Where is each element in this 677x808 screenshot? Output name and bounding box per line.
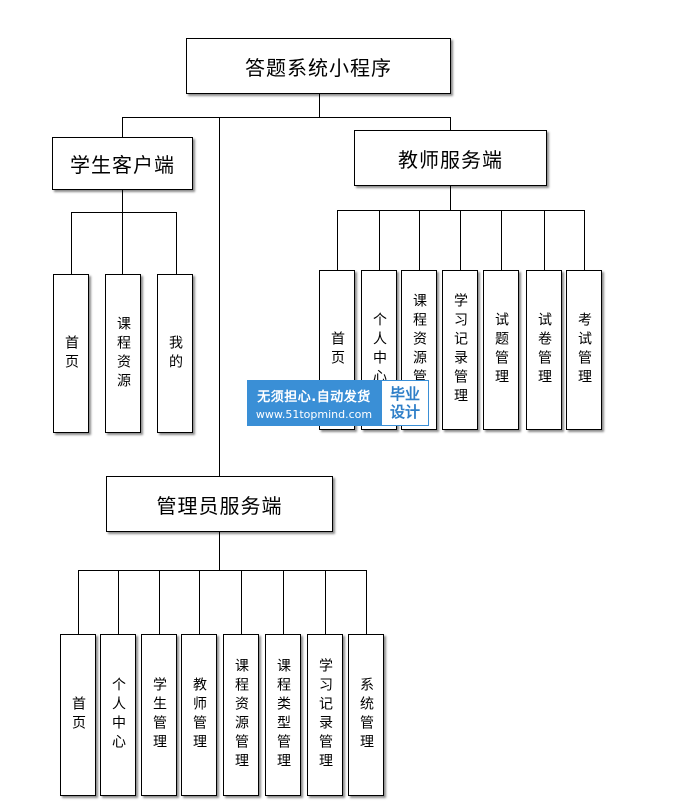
teacher-item-paper-mgmt: 试卷管理: [526, 270, 562, 430]
teacher-item-exam-mgmt: 考试管理: [566, 270, 602, 430]
teacher-server-node: 教师服务端: [354, 130, 547, 186]
connector-line: [122, 117, 451, 118]
connector-line: [379, 210, 380, 271]
watermark-slogan: 无须担心.自动发货: [257, 389, 371, 405]
connector-line: [219, 117, 220, 477]
connector-line: [71, 212, 72, 275]
admin-server-node: 管理员服务端: [106, 476, 333, 532]
teacher-item-question-mgmt: 试题管理: [483, 270, 519, 430]
connector-line: [219, 532, 220, 571]
connector-line: [337, 210, 585, 211]
student-client-label: 学生客户端: [70, 153, 175, 177]
connector-line: [122, 190, 123, 213]
connector-line: [283, 570, 284, 635]
connector-line: [501, 210, 502, 271]
admin-item-study-record-mgmt: 学习记录管理: [307, 634, 343, 796]
connector-line: [337, 210, 338, 271]
connector-line: [159, 570, 160, 635]
connector-line: [319, 94, 320, 118]
teacher-item-study-record-mgmt: 学习记录管理: [442, 270, 478, 430]
teacher-server-label: 教师服务端: [398, 147, 503, 172]
connector-line: [176, 212, 177, 275]
connector-line: [241, 570, 242, 635]
connector-line: [450, 186, 451, 211]
connector-line: [584, 210, 585, 271]
root-label: 答题系统小程序: [245, 55, 392, 80]
connector-line: [366, 570, 367, 635]
admin-item-teacher-mgmt: 教师管理: [181, 634, 217, 796]
admin-item-course-type-mgmt: 课程类型管理: [265, 634, 301, 796]
root-node: 答题系统小程序: [186, 38, 451, 94]
connector-line: [544, 210, 545, 271]
connector-line: [199, 570, 200, 635]
watermark-badge-line1: 毕业: [389, 385, 420, 403]
connector-line: [78, 570, 367, 571]
connector-line: [71, 212, 177, 213]
connector-line: [419, 210, 420, 271]
admin-item-course-resource-mgmt: 课程资源管理: [223, 634, 259, 796]
watermark-badge: 毕业 设计: [381, 380, 429, 426]
student-item-mine: 我的: [157, 274, 193, 433]
student-client-node: 学生客户端: [52, 137, 193, 190]
connector-line: [450, 117, 451, 131]
connector-line: [78, 570, 79, 635]
connector-line: [122, 212, 123, 275]
watermark-url: www.51topmind.com: [255, 407, 373, 421]
watermark-text-panel: 无须担心.自动发货 www.51topmind.com: [247, 380, 381, 426]
admin-item-system-mgmt: 系统管理: [348, 634, 384, 796]
connector-line: [460, 210, 461, 271]
connector-line: [122, 117, 123, 138]
connector-line: [325, 570, 326, 635]
student-item-course-resources: 课程资源: [105, 274, 141, 433]
admin-item-home: 首页: [60, 634, 96, 796]
connector-line: [118, 570, 119, 635]
admin-item-student-mgmt: 学生管理: [141, 634, 177, 796]
watermark-badge-line2: 设计: [389, 403, 420, 421]
watermark-banner: 无须担心.自动发货 www.51topmind.com 毕业 设计: [247, 380, 429, 426]
admin-server-label: 管理员服务端: [156, 493, 283, 518]
student-item-home: 首页: [53, 274, 89, 433]
admin-item-personal-center: 个人中心: [100, 634, 136, 796]
